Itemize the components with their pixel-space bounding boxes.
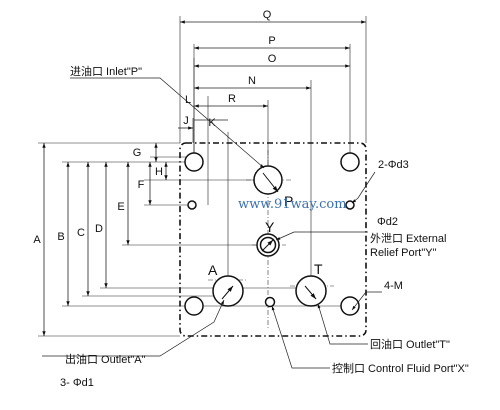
port-a-hole — [212, 275, 244, 307]
callout-outlet-t: 回油口 Outlet"T" — [370, 337, 450, 351]
callout-d1: 3- Φd1 — [60, 377, 94, 389]
subplate-outline — [179, 142, 367, 337]
dim-label-l: L — [185, 94, 191, 106]
dim-label-b: B — [57, 231, 64, 243]
flow-arrow-icon — [221, 172, 317, 300]
callout-external-relief-line1: 外泄口 External — [370, 232, 446, 245]
callout-outlet-a: 出油口 Outlet"A" — [65, 352, 146, 366]
bolt-hole-bottom-left — [184, 296, 204, 316]
port-t-hole — [295, 275, 327, 307]
port-label-a: A — [208, 262, 218, 278]
dim-label-j: J — [183, 115, 189, 127]
horizontal-dimensions — [178, 20, 366, 130]
horizontal-extension-lines — [38, 142, 350, 337]
bolt-hole-bottom-right — [340, 296, 360, 316]
dim-label-a: A — [33, 234, 41, 246]
dim-label-r: R — [228, 93, 236, 105]
dim-label-h: H — [155, 166, 163, 178]
dim-label-n: N — [248, 75, 256, 87]
bolt-hole-top-right — [340, 152, 360, 172]
callout-control-x: 控制口 Control Fluid Port"X" — [332, 361, 469, 375]
callout-d3: 2-Φd3 — [378, 159, 409, 171]
port-label-p: P — [284, 193, 293, 209]
callout-inlet-p: 进油口 Inlet"P" — [70, 64, 142, 78]
dim-label-c: C — [77, 227, 85, 239]
dim-label-f: F — [138, 179, 145, 191]
dim-label-q: Q — [263, 9, 272, 21]
dim-label-d: D — [95, 223, 103, 235]
pin-hole-left — [187, 200, 197, 210]
dim-label-p: P — [268, 35, 275, 47]
dim-label-e: E — [117, 201, 124, 213]
dim-label-o: O — [268, 53, 277, 65]
callout-d2: Φd2 — [377, 216, 398, 228]
port-label-t: T — [314, 261, 323, 277]
vertical-dimensions — [42, 143, 168, 336]
leader-lines — [42, 77, 382, 369]
callout-m: 4-M — [384, 280, 403, 292]
watermark: www.91way.com — [238, 197, 347, 212]
bolt-hole-top-left — [184, 152, 204, 172]
callout-external-relief-line2: Relief Port"Y" — [370, 247, 437, 259]
port-x-hole — [264, 296, 276, 308]
dim-label-g: G — [133, 147, 142, 159]
port-label-y: Y — [265, 219, 275, 235]
vertical-extension-lines — [179, 16, 367, 285]
